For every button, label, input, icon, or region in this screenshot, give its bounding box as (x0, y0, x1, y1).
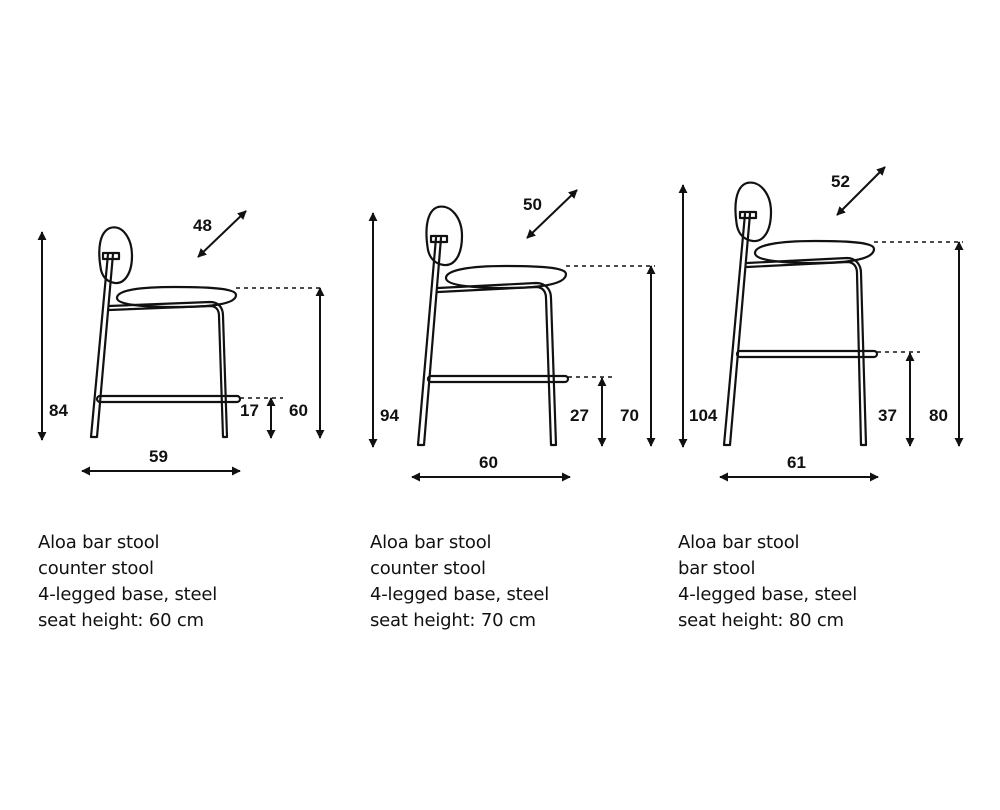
stool-3-footrest (735, 349, 879, 359)
stool-1-height-label: 84 (49, 401, 68, 420)
stool-3-back-bracket (738, 210, 758, 220)
stool-2-caption-seat-height: seat height: 70 cm (370, 610, 536, 631)
stool-2-depth-arrow (526, 189, 578, 239)
stool-1-footrest-label: 17 (240, 401, 259, 420)
stool-2-width-label: 60 (479, 453, 498, 472)
stool-1-seat-frame (107, 300, 229, 439)
stool-2-caption: Aloa bar stool counter stool 4-legged ba… (370, 530, 549, 634)
stool-1-caption-type: counter stool (38, 558, 154, 579)
stool-1-seat (115, 285, 238, 309)
stool-2-seat (444, 264, 568, 290)
stool-2-back-bracket (429, 234, 449, 244)
stool-1-caption-seat-height: seat height: 60 cm (38, 610, 204, 631)
stool-2-seat-height-label: 70 (620, 406, 639, 425)
stool-2-seat-frame (436, 281, 558, 447)
stool-3-caption: Aloa bar stool bar stool 4-legged base, … (678, 530, 857, 634)
stool-1-drawing (89, 226, 242, 439)
stool-2-footrest-label: 27 (570, 406, 589, 425)
stool-3-caption-base: 4-legged base, steel (678, 584, 858, 605)
stool-1-caption-base: 4-legged base, steel (38, 584, 218, 605)
stool-2-footrest (426, 374, 570, 384)
stool-3-width-label: 61 (787, 453, 806, 472)
stool-3-seat-height-label: 80 (929, 406, 948, 425)
stool-3-backrest (734, 181, 773, 243)
stool-3-dimensions (678, 166, 964, 482)
stool-1-width-label: 59 (149, 447, 168, 466)
stool-3-seat-frame (745, 256, 868, 447)
stool-3-caption-seat-height: seat height: 80 cm (678, 610, 844, 631)
stool-1-depth-label: 48 (193, 216, 212, 235)
stool-1-footrest (95, 394, 242, 404)
stool-2-drawing (416, 205, 570, 447)
stool-3-caption-name: Aloa bar stool (678, 532, 800, 553)
stool-2-backrest (425, 205, 464, 267)
stool-2-caption-type: counter stool (370, 558, 486, 579)
stool-1-depth-arrow (197, 210, 247, 258)
stool-3-footrest-label: 37 (878, 406, 897, 425)
stool-2-back-post (416, 236, 443, 447)
stool-1-caption: Aloa bar stool counter stool 4-legged ba… (38, 530, 217, 634)
stool-2-dimensions (368, 189, 656, 482)
stool-1-dimensions (37, 210, 325, 476)
stool-2-depth-label: 50 (523, 195, 542, 214)
stool-3-drawing (722, 181, 879, 447)
stool-3-caption-type: bar stool (678, 558, 756, 579)
stool-3-back-post (722, 212, 752, 447)
stool-3-height-label: 104 (689, 406, 718, 425)
stool-3-depth-arrow (836, 166, 886, 216)
stool-3-depth-label: 52 (831, 172, 850, 191)
stool-2-caption-base: 4-legged base, steel (370, 584, 550, 605)
stool-1-seat-height-label: 60 (289, 401, 308, 420)
stool-1-backrest (98, 226, 134, 285)
stool-2-height-label: 94 (380, 406, 399, 425)
stool-1-back-bracket (101, 251, 121, 261)
stool-1-caption-name: Aloa bar stool (38, 532, 160, 553)
stool-2-caption-name: Aloa bar stool (370, 532, 492, 553)
stool-1-back-post (89, 252, 115, 439)
